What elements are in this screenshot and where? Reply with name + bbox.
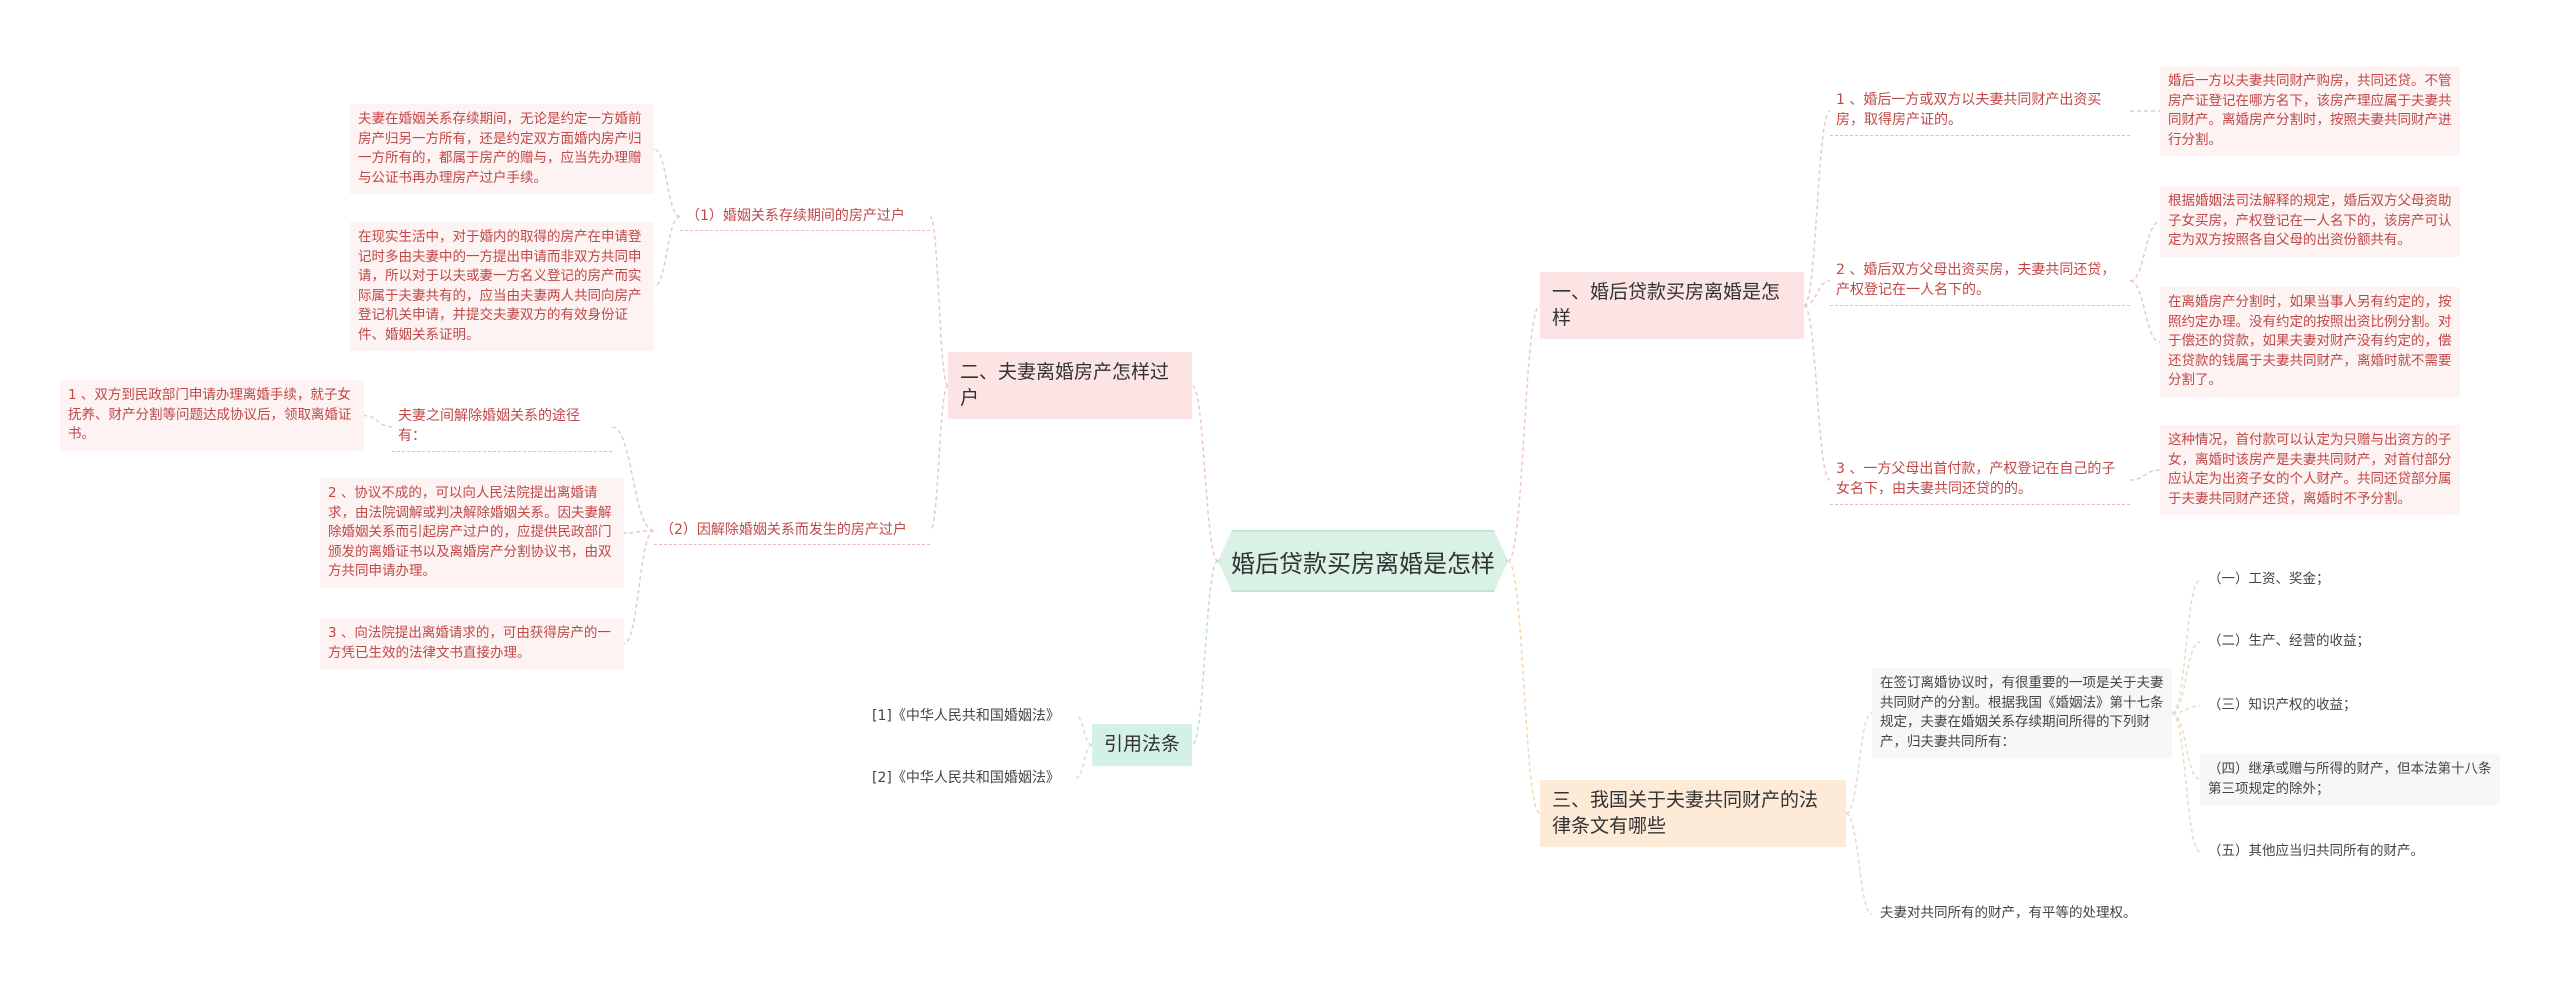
connector-line (1075, 744, 1093, 779)
branch-2-ways-label: 夫妻之间解除婚姻关系的途径有： (392, 402, 612, 452)
branch-3-intro: 在签订离婚协议时，有很重要的一项是关于夫妻共同财产的分割。根据我国《婚姻法》第十… (1872, 668, 2172, 759)
connector-line (2171, 641, 2201, 714)
branch-1-item-1[interactable]: 1 、婚后一方或双方以夫妻共同财产出资买房，取得房产证的。 (1830, 86, 2130, 136)
connector-line (1803, 304, 1831, 481)
connector-line (929, 384, 949, 532)
branch-3-item-1: （一）工资、奖金； (2208, 571, 2330, 587)
connector-line (2129, 469, 2161, 481)
connector-line (653, 215, 681, 288)
connector-line (2171, 579, 2201, 714)
branch-3-item-4: （四）继承或赠与所得的财产，但本法第十八条第三项规定的除外； (2200, 754, 2500, 806)
branch-2-sub-2[interactable]: （2）因解除婚姻关系而发生的房产过户 (654, 516, 930, 546)
branch-2-sub-2-detail-2: 3 、向法院提出离婚请求的，可由获得房产的一方凭已生效的法律文书直接办理。 (320, 618, 624, 670)
connector-line (1507, 560, 1541, 815)
connector-line (1075, 715, 1093, 746)
connector-line (1845, 712, 1873, 815)
branch-1-item-3-detail-1: 这种情况，首付款可以认定为只赠与出资方的子女，离婚时该房产是夫妻共同财产，对首付… (2160, 425, 2460, 516)
connector-line (1845, 812, 1873, 915)
branch-3-item-3: （三）知识产权的收益； (2208, 697, 2357, 713)
connector-line (2129, 280, 2161, 343)
branch-1-item-2[interactable]: 2 、婚后双方父母出资买房，夫妻共同还贷，产权登记在一人名下的。 (1830, 256, 2130, 306)
branch-2-sub-1-detail-1: 夫妻在婚姻关系存续期间，无论是约定一方婚前房产归另一方所有，还是约定双方面婚内房… (350, 104, 654, 195)
connector-line (623, 529, 655, 645)
branch-1-title[interactable]: 一、婚后贷款买房离婚是怎样 (1540, 272, 1804, 340)
connector-line (2171, 712, 2201, 853)
branch-1-item-2-detail-1: 根据婚姻法司法解释的规定，婚后双方父母资助子女买房，产权登记在一人名下的，该房产… (2160, 186, 2460, 257)
connector-line (1191, 560, 1219, 746)
branch-2-title[interactable]: 二、夫妻离婚房产怎样过户 (948, 352, 1192, 420)
branch-2-sub-1-detail-2: 在现实生活中，对于婚内的取得的房产在申请登记时多由夫妻中的一方提出申请而非双方共… (350, 222, 654, 352)
branch-2-sub-1[interactable]: （1）婚姻关系存续期间的房产过户 (680, 202, 930, 232)
connector-line (1507, 304, 1541, 562)
connector-line (1191, 384, 1219, 562)
connector-line (2129, 220, 2161, 282)
connector-line (2171, 705, 2201, 714)
connector-line (1803, 280, 1831, 307)
branch-3-item-5: （五）其他应当归共同所有的财产。 (2208, 843, 2424, 859)
branch-1-item-2-detail-2: 在离婚房产分割时，如果当事人另有约定的，按照约定办理。没有约定的按照出资比例分割… (2160, 287, 2460, 397)
branch-4-item-2[interactable]: [2]《中华人民共和国婚姻法》 (872, 770, 1060, 786)
branch-3-item-2: （二）生产、经营的收益； (2208, 633, 2370, 649)
branch-2-sub-2-detail-1: 2 、协议不成的，可以向人民法院提出离婚请求，由法院调解或判决解除婚姻关系。因夫… (320, 478, 624, 588)
connector-line (1803, 110, 1831, 307)
branch-3-title[interactable]: 三、我国关于夫妻共同财产的法律条文有哪些 (1540, 780, 1846, 848)
connector-line (2171, 712, 2201, 781)
connector-line (363, 414, 393, 428)
root-topic[interactable]: 婚后贷款买房离婚是怎样 (1218, 530, 1508, 592)
branch-1-item-1-detail-1: 婚后一方以夫妻共同财产购房，共同还贷。不管房产证登记在哪方名下，该房产理应属于夫… (2160, 66, 2460, 157)
branch-4-title[interactable]: 引用法条 (1092, 724, 1192, 766)
branch-2-way-1: 1 、双方到民政部门申请办理离婚手续，就子女抚养、财产分割等问题达成协议后，领取… (60, 380, 364, 451)
connector-line (653, 148, 681, 218)
branch-1-item-3[interactable]: 3 、一方父母出首付款，产权登记在自己的子女名下，由夫妻共同还贷的的。 (1830, 455, 2130, 505)
connector-line (623, 529, 655, 534)
branch-3-footer: 夫妻对共同所有的财产，有平等的处理权。 (1880, 905, 2137, 921)
branch-4-item-1[interactable]: [1]《中华人民共和国婚姻法》 (872, 708, 1060, 724)
connector-line (929, 215, 949, 387)
